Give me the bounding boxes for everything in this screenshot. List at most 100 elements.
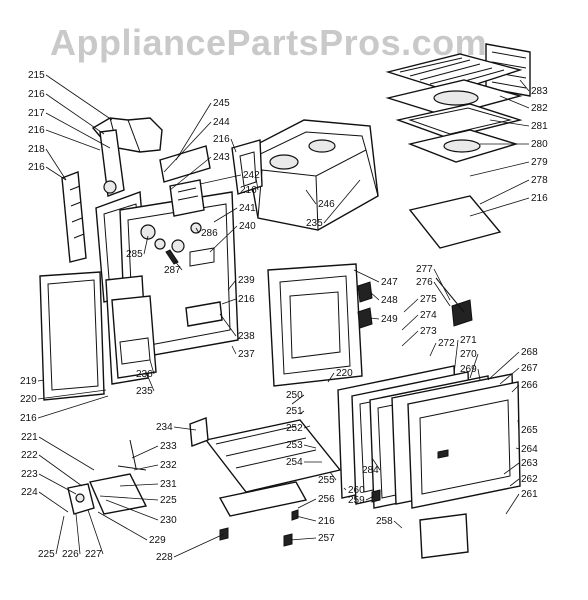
rack-broiler-assembly	[385, 43, 531, 249]
part-label-219: 219	[20, 376, 37, 387]
part-label-216: 216	[28, 162, 45, 173]
part-label-244: 244	[213, 117, 230, 128]
part-label-275: 275	[420, 294, 437, 305]
leader-line-226	[75, 513, 81, 555]
part-label-223: 223	[21, 469, 38, 480]
oven-inner-frame	[267, 263, 373, 387]
part-label-227: 227	[85, 549, 102, 560]
part-label-273: 273	[420, 326, 437, 337]
leader-line-239	[227, 279, 237, 291]
part-label-216: 216	[213, 134, 230, 145]
part-label-224: 224	[21, 487, 38, 498]
leader-line-244	[163, 121, 212, 173]
leader-line-276	[433, 281, 451, 307]
leader-line-235	[323, 179, 361, 224]
leader-line-261	[505, 493, 520, 515]
leader-line-216	[255, 177, 259, 191]
leader-line-217	[45, 112, 111, 149]
leader-line-241	[213, 207, 238, 223]
part-label-243: 243	[213, 152, 230, 163]
leader-line-257	[289, 537, 317, 541]
part-label-270: 270	[460, 349, 477, 360]
part-label-237: 237	[238, 349, 255, 360]
part-label-268: 268	[521, 347, 538, 358]
part-label-269: 269	[460, 364, 477, 375]
base-assembly	[67, 417, 342, 547]
part-label-280: 280	[531, 139, 548, 150]
part-label-261: 261	[521, 489, 538, 500]
part-label-253: 253	[286, 440, 303, 451]
part-label-235: 235	[306, 218, 323, 229]
part-label-249: 249	[381, 314, 398, 325]
part-label-230: 230	[160, 515, 177, 526]
leader-line-284	[371, 457, 381, 471]
leader-line-263	[503, 462, 520, 475]
leader-line-220	[327, 372, 335, 383]
part-label-287: 287	[164, 265, 181, 276]
part-label-225: 225	[38, 549, 55, 560]
part-label-278: 278	[531, 175, 548, 186]
part-label-216: 216	[531, 193, 548, 204]
part-label-277: 277	[416, 264, 433, 275]
leader-line-248	[369, 291, 380, 301]
leader-line-232	[133, 464, 159, 471]
leader-line-236	[149, 359, 155, 375]
leader-line-275	[403, 298, 419, 313]
part-label-229: 229	[149, 535, 166, 546]
cooktop-assembly	[231, 119, 379, 231]
part-label-216: 216	[318, 516, 335, 527]
leader-line-242	[199, 174, 242, 185]
leader-line-271	[453, 339, 459, 375]
leader-line-285	[143, 235, 149, 255]
leader-line-262	[509, 478, 520, 487]
part-label-252: 252	[286, 423, 303, 434]
part-label-245: 245	[213, 98, 230, 109]
leader-line-273	[401, 330, 419, 347]
leader-line-278	[479, 179, 530, 205]
part-label-217: 217	[28, 108, 45, 119]
leader-lines	[37, 74, 530, 558]
part-label-256: 256	[318, 494, 335, 505]
leader-line-267	[499, 367, 520, 385]
leader-line-223	[38, 473, 77, 495]
leader-line-251	[299, 410, 305, 415]
part-label-246: 246	[318, 199, 335, 210]
part-label-222: 222	[21, 450, 38, 461]
leader-line-230	[105, 499, 159, 521]
leader-line-234	[173, 426, 197, 431]
leader-line-256	[297, 498, 317, 509]
part-label-267: 267	[521, 363, 538, 374]
leader-line-269	[477, 368, 481, 381]
leader-line-286	[195, 227, 200, 234]
leader-line-218	[45, 148, 67, 181]
leader-line-216	[45, 129, 101, 151]
leader-line-228	[173, 533, 225, 558]
part-label-225: 225	[160, 495, 177, 506]
leader-line-221	[38, 436, 95, 471]
part-label-235: 235	[136, 386, 153, 397]
part-label-234: 234	[156, 422, 173, 433]
part-label-276: 276	[416, 277, 433, 288]
leader-line-216	[295, 515, 317, 522]
part-label-215: 215	[28, 70, 45, 81]
leader-line-265	[517, 419, 520, 431]
part-label-264: 264	[521, 444, 538, 455]
leader-line-216	[469, 197, 530, 217]
leader-line-268	[487, 351, 520, 381]
leader-line-277	[433, 268, 451, 301]
part-label-260: 260	[348, 485, 365, 496]
part-label-283: 283	[531, 86, 548, 97]
leader-line-224	[38, 491, 69, 513]
leader-line-259	[365, 495, 375, 501]
part-label-259: 259	[348, 495, 365, 506]
part-label-233: 233	[160, 441, 177, 452]
part-label-274: 274	[420, 310, 437, 321]
part-label-216: 216	[28, 125, 45, 136]
leader-line-225	[55, 515, 65, 555]
leader-line-243	[169, 156, 212, 191]
part-label-258: 258	[376, 516, 393, 527]
leader-line-216	[221, 298, 237, 305]
leader-line-255	[329, 471, 337, 481]
